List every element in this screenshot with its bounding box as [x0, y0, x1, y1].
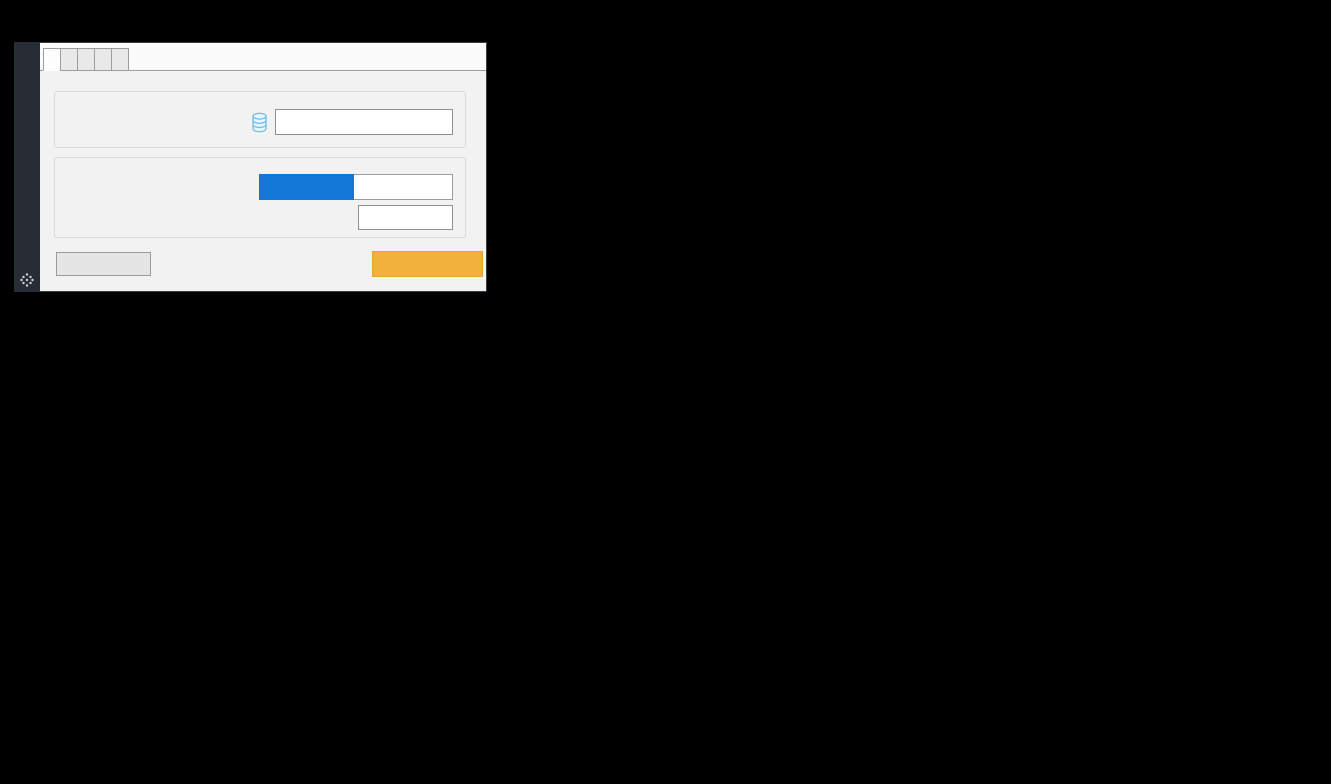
palette-title [14, 42, 40, 272]
grip-dots-icon[interactable] [20, 273, 34, 287]
tab-cable-trays[interactable] [94, 48, 112, 71]
inverter-model-select[interactable] [275, 109, 453, 135]
placement-toggle [259, 174, 453, 200]
on-roof-button[interactable] [259, 174, 354, 200]
palette-titlebar[interactable] [14, 42, 40, 292]
setup-group [54, 157, 466, 238]
tab-stringing[interactable] [60, 48, 78, 71]
tab-inverters[interactable] [43, 48, 61, 71]
add-button[interactable] [372, 251, 483, 277]
database-icon [252, 112, 267, 132]
tab-cabling[interactable] [111, 48, 129, 71]
tab-inverters-configuration[interactable] [77, 48, 95, 71]
inside-building-button[interactable] [354, 174, 453, 200]
pick-from-dwg-button[interactable] [56, 252, 151, 276]
tab-bar [40, 43, 486, 71]
electrical-design-palette [14, 42, 487, 292]
offset-input[interactable] [358, 204, 453, 230]
inverter-group [54, 91, 466, 148]
palette-body [40, 42, 487, 292]
